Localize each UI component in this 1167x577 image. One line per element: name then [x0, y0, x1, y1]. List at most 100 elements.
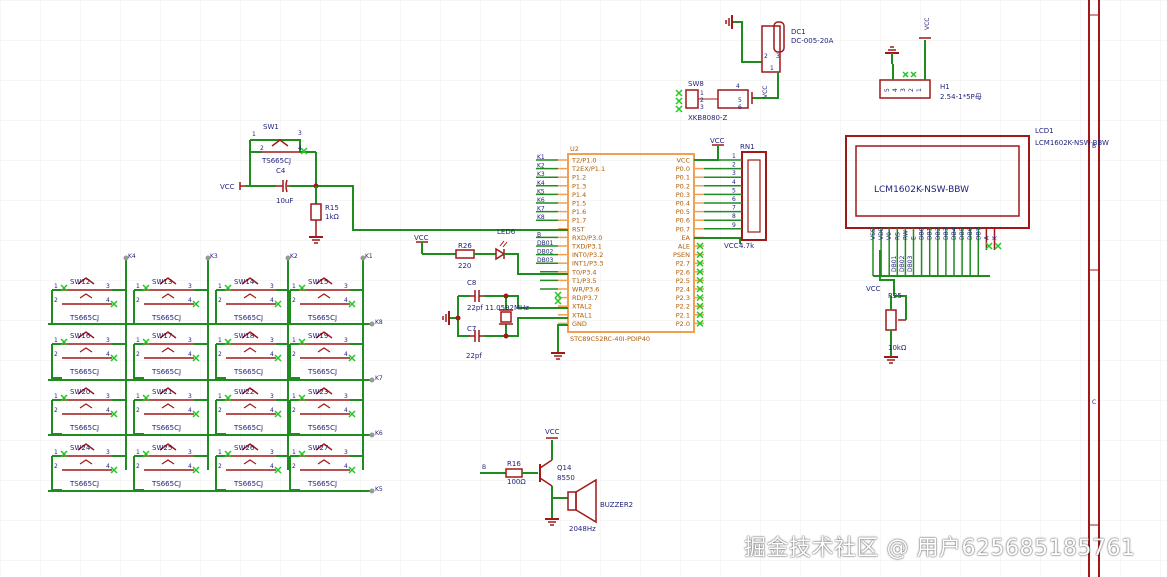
- keypad-pin-number: 3: [344, 337, 348, 344]
- reset-switch: SW1 TS665CJ 1 2 3 4: [252, 123, 316, 165]
- keypad-pin-number: 3: [270, 393, 274, 400]
- reset-res-ref: R15: [325, 204, 339, 212]
- header-pin-5: 5: [884, 88, 891, 92]
- ground-icon: [545, 518, 559, 526]
- vcc-label-lcd: VCC: [866, 285, 881, 293]
- lcd-pin-label: DB4: [951, 227, 958, 240]
- mcu-net-label: K4: [537, 180, 545, 187]
- no-connect-icon: [696, 294, 704, 302]
- keypad-pin-number: 4: [270, 297, 274, 304]
- keypad-pin-number: 4: [188, 351, 192, 358]
- keypad-pin-number: 3: [188, 337, 192, 344]
- no-connect-icon: [192, 354, 200, 362]
- buzzer-ref: BUZZER2: [600, 501, 633, 509]
- rn1-pin-number: 3: [732, 170, 736, 177]
- keypad-pin-number: 4: [188, 463, 192, 470]
- ground-icon: [551, 352, 565, 360]
- mcu-left-pin-label: P1.6: [572, 208, 586, 216]
- no-connect-icon: [675, 89, 683, 113]
- keypad-pin-number: 2: [136, 407, 140, 414]
- keypad-pin-number: 1: [292, 393, 296, 400]
- led-res-value: 220: [458, 262, 471, 270]
- no-connect-icon: [60, 394, 68, 402]
- lcd-pin-label: VSS: [870, 228, 877, 240]
- keypad-switch-part: TS665CJ: [151, 368, 181, 376]
- mcu-left-pin-label: P1.2: [572, 174, 586, 182]
- reset-cap-value: 10uF: [276, 197, 293, 205]
- buzzer-res-ref: R16: [507, 460, 521, 468]
- keypad-pin-number: 3: [344, 283, 348, 290]
- mcu-right-pin-label: P0.2: [676, 182, 690, 190]
- lcd-pin-label: V0: [886, 232, 893, 240]
- mcu-net-label: DB03: [537, 257, 554, 264]
- reset-capacitor: C4 10uF: [276, 167, 293, 205]
- no-connect-icon: [224, 284, 232, 292]
- mcu-net-label: K2: [537, 163, 545, 170]
- keypad-switch-ref: SW13: [152, 278, 172, 286]
- dc-jack: DC1 DC-005-20A 2 1 3: [725, 15, 834, 99]
- keypad-switch-part: TS665CJ: [151, 424, 181, 432]
- lcd-pin-label: DB5: [959, 227, 966, 240]
- mcu-right-pin-label: P0.3: [676, 191, 690, 199]
- mcu-left-pin-label: XTAL1: [572, 311, 592, 319]
- keypad-pin-number: 1: [136, 337, 140, 344]
- keypad-switch-part: TS665CJ: [307, 480, 337, 488]
- mcu-left-pin-label: TXD/P3.1: [571, 243, 602, 251]
- mcu-part: STC89C52RC-40I-PDIP40: [570, 335, 650, 343]
- keypad-pin-number: 1: [54, 283, 58, 290]
- no-connect-icon: [696, 285, 704, 293]
- no-connect-icon: [142, 284, 150, 292]
- no-connect-icon: [274, 466, 282, 474]
- keypad-pin-number: 3: [188, 393, 192, 400]
- osc-c8-value: 22pf: [467, 304, 483, 312]
- no-connect-icon: [298, 450, 306, 458]
- sw8-pin-1: 1: [700, 90, 704, 97]
- no-connect-icon: [224, 338, 232, 346]
- no-connect-icon: [696, 268, 704, 276]
- sw8-part: XKB8080-Z: [688, 114, 728, 122]
- keypad-pin-number: 1: [292, 449, 296, 456]
- ground-icon: [442, 311, 450, 325]
- mcu-left-pin-label: INT0/P3.2: [572, 251, 603, 259]
- lcd-net-db02: DB02: [899, 255, 906, 272]
- keypad-pin-number: 1: [54, 337, 58, 344]
- osc-c8-ref: C8: [467, 279, 476, 287]
- no-connect-icon: [696, 242, 704, 250]
- keypad-pin-number: 2: [292, 351, 296, 358]
- keypad-pin-number: 3: [270, 449, 274, 456]
- keypad-pin-number: 3: [270, 337, 274, 344]
- keypad-row-net: K5: [375, 486, 383, 493]
- mcu-right-pin-label: P2.1: [676, 311, 690, 319]
- no-connect-icon: [60, 284, 68, 292]
- keypad-switch-part: TS665CJ: [307, 368, 337, 376]
- keypad-pin-number: 3: [188, 449, 192, 456]
- reset-resistor: R15 1kΩ: [310, 186, 340, 236]
- keypad-switch-part: TS665CJ: [69, 424, 99, 432]
- keypad-pin-number: 1: [54, 393, 58, 400]
- header-ref: H1: [940, 83, 950, 91]
- ground-icon: [725, 15, 733, 29]
- lcd-pin-label: DB3: [943, 227, 950, 240]
- header-h1: H1 2.54-1*5P母 5 4 3 2 1 VCC: [879, 18, 982, 101]
- drawing-frame: B C: [1088, 0, 1100, 577]
- no-connect-icon: [192, 300, 200, 308]
- dc-part: DC-005-20A: [791, 37, 834, 45]
- keypad-switch-part: TS665CJ: [233, 424, 263, 432]
- mcu-left-pin-label: RXD/P3.0: [572, 234, 602, 242]
- ground-icon: [885, 46, 899, 64]
- keypad-pin-number: 3: [344, 449, 348, 456]
- frame-mark-c: C: [1092, 399, 1096, 406]
- no-connect-icon: [274, 354, 282, 362]
- keypad-switch-part: TS665CJ: [69, 368, 99, 376]
- led-ref: LED6: [497, 228, 516, 236]
- mcu-left-pin-label: WR/P3.6: [572, 286, 599, 294]
